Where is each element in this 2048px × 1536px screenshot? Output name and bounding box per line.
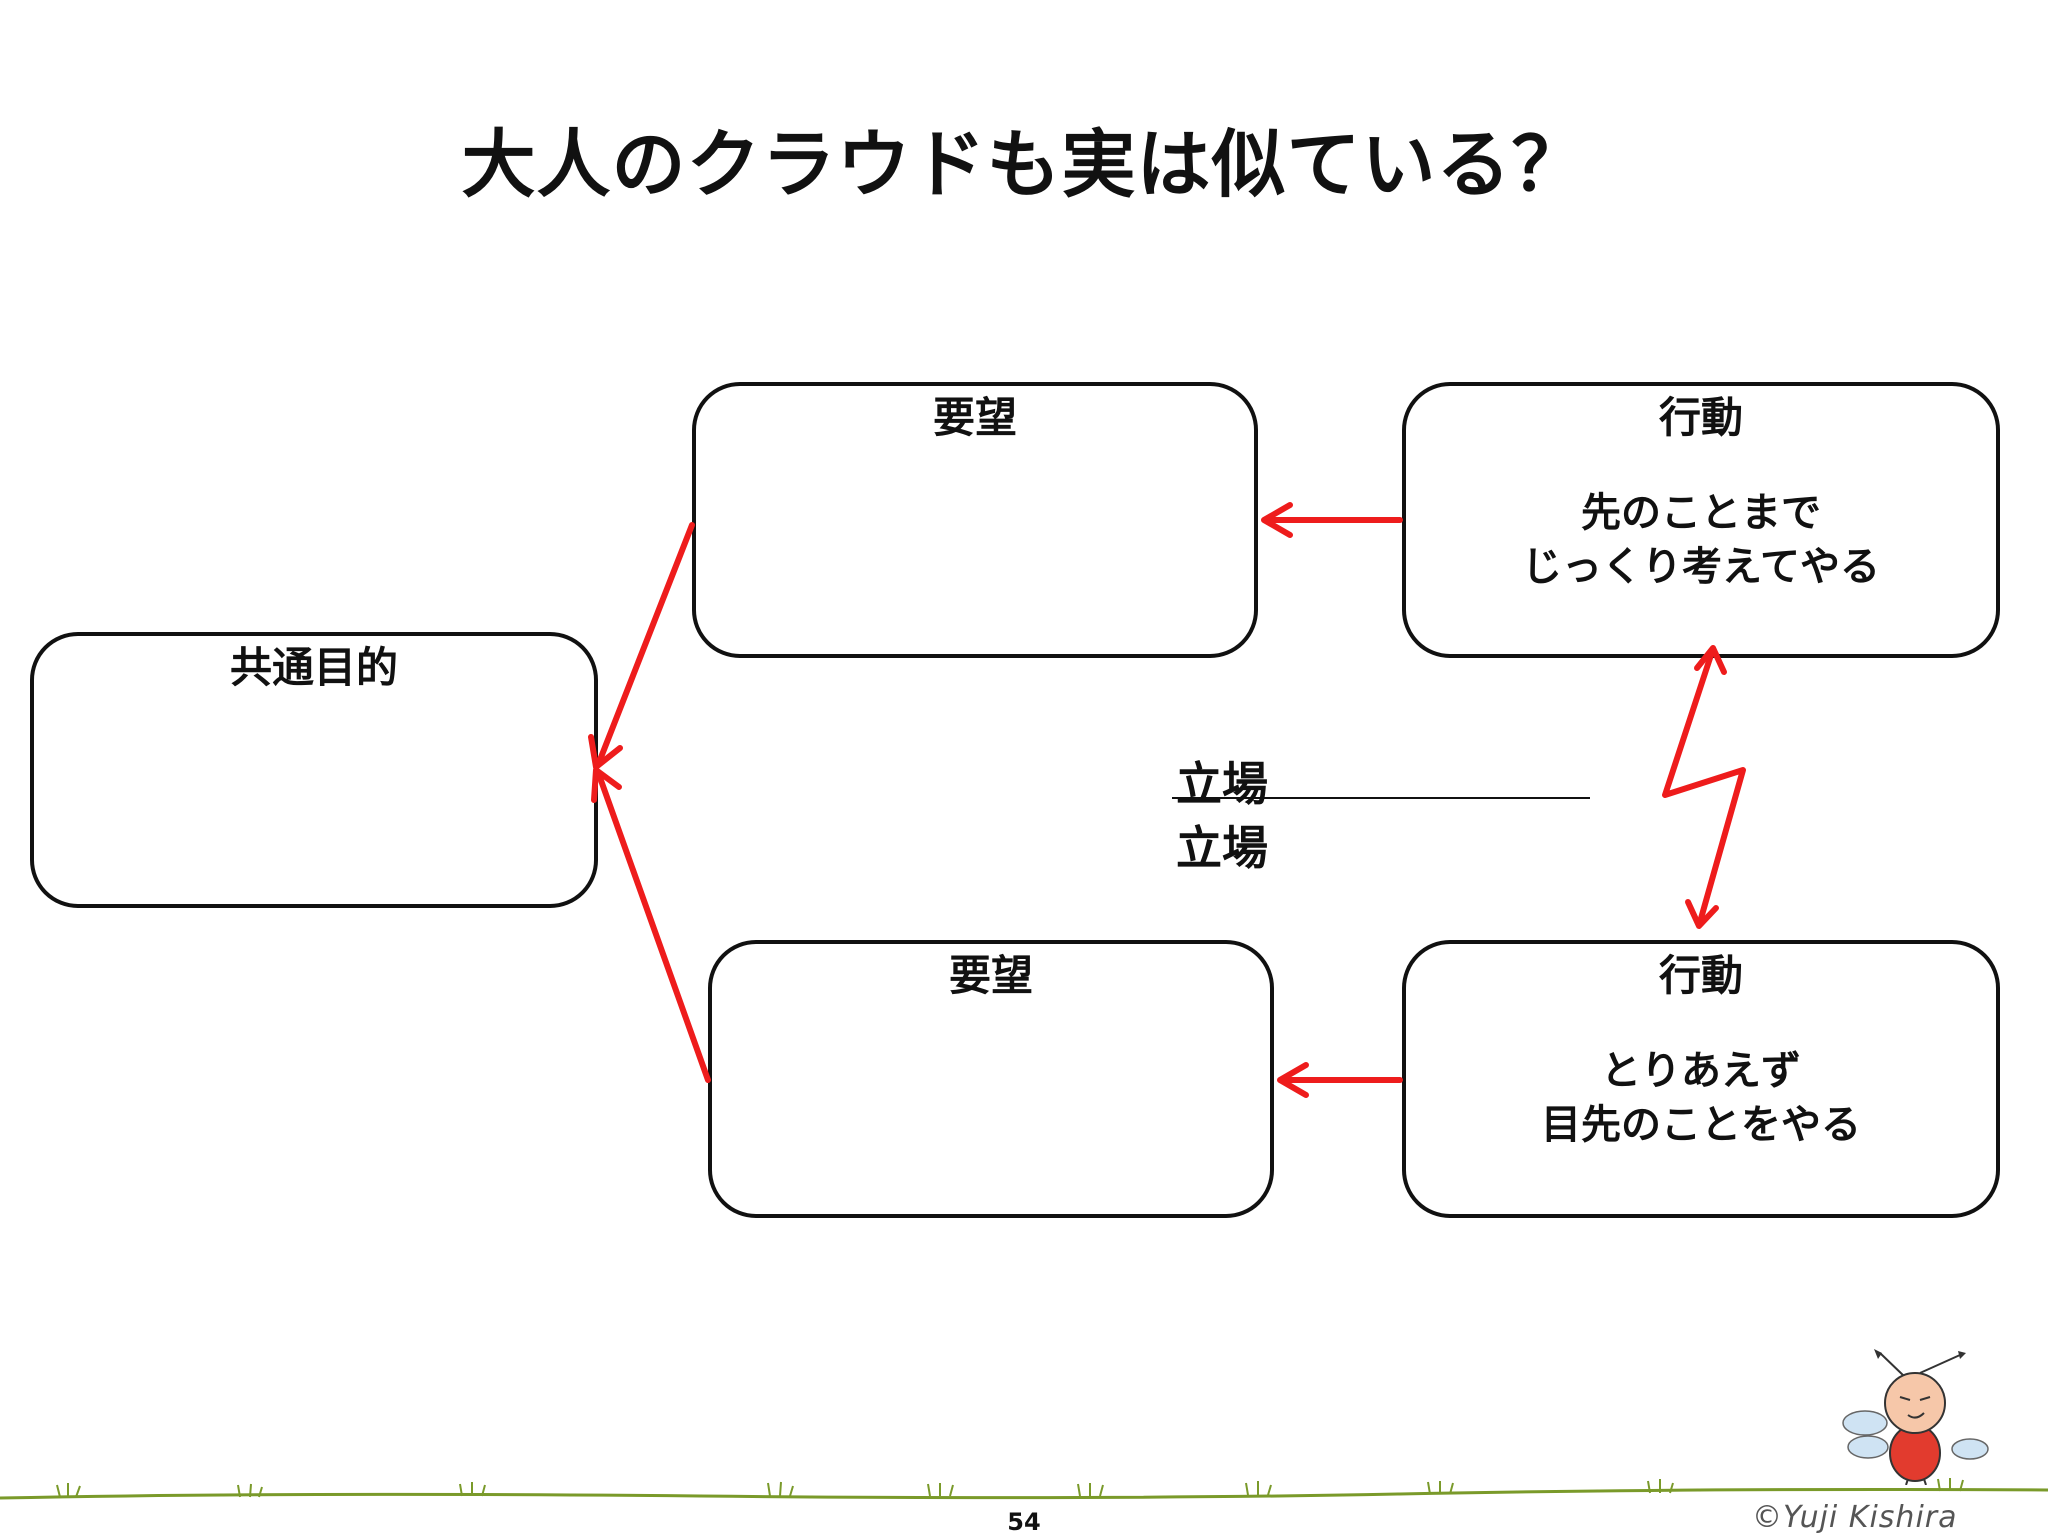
common-goal-box: 共通目的 (30, 632, 598, 908)
arrowhead-request-bottom (1277, 1062, 1309, 1098)
slide-title: 大人のクラウドも実は似ている？ (461, 122, 1587, 208)
action-label-top: 行動 (1658, 393, 1743, 442)
common-goal-label: 共通目的 (229, 643, 398, 692)
request-label-top: 要望 (932, 393, 1017, 442)
copyright-credit: ©Yuji Kishira (1752, 1500, 1958, 1535)
arrowhead-goal-lower (591, 767, 622, 803)
ground-illustration (0, 1478, 2048, 1500)
action-box-bottom: 行動 とりあえず 目先のことをやる (1402, 940, 2000, 1218)
request-box-top: 要望 (692, 382, 1258, 658)
arrow-request-top-to-goal (595, 522, 695, 768)
arrowhead-request-top (1261, 502, 1293, 538)
action-text-bottom-line-2: 目先のことをやる (1541, 1102, 1861, 1148)
conflict-arrowhead-bottom (1685, 899, 1719, 929)
page-number: 54 (1007, 1508, 1041, 1536)
action-text-bottom-line-1: とりあえず (1601, 1048, 1801, 1094)
mascot-bug-icon (1842, 1349, 1989, 1485)
conflict-zigzag-arrow (1662, 649, 1746, 925)
action-box-top: 行動 先のことまで じっくり考えてやる (1402, 382, 2000, 658)
arrow-request-bottom-to-goal (595, 769, 711, 1083)
action-label-bottom: 行動 (1658, 951, 1743, 1000)
action-text-top-line-1: 先のことまで (1581, 490, 1821, 536)
request-label-bottom: 要望 (948, 951, 1033, 1000)
action-text-top: 先のことまで じっくり考えてやる (1406, 486, 1996, 594)
position-divider-line (1172, 797, 1590, 799)
position-label-top: 立場 (1176, 757, 1268, 811)
action-text-bottom: とりあえず 目先のことをやる (1406, 1044, 1996, 1152)
position-label-bottom: 立場 (1176, 821, 1268, 875)
action-text-top-line-2: じっくり考えてやる (1522, 544, 1880, 590)
conflict-arrowhead-top (1694, 645, 1727, 675)
